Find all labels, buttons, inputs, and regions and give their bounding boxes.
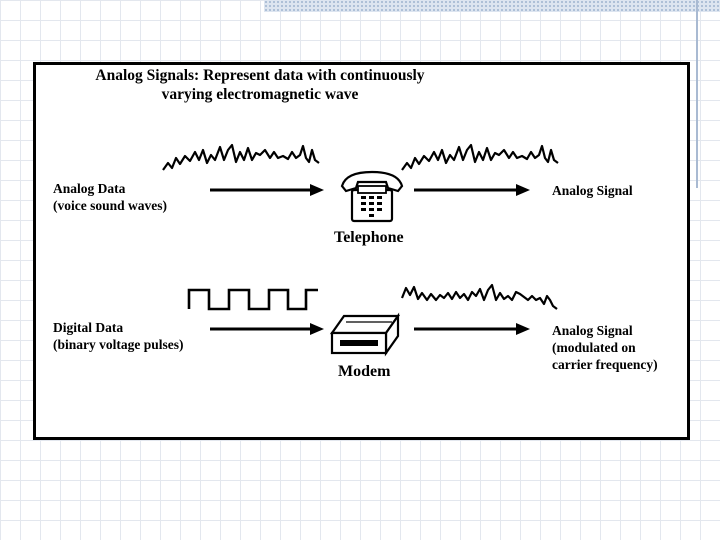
digital-data-label-line-1: Digital Data — [53, 320, 124, 335]
analog-data-label: Analog Data (voice sound waves) — [53, 180, 167, 214]
analog-signal-label-line-1: Analog Signal — [552, 183, 633, 198]
modem-label: Modem — [338, 363, 391, 380]
arrow-analog-data-head — [310, 184, 324, 196]
voice-waveform-input — [162, 143, 320, 171]
modulated-signal-label-line-1: Analog Signal — [552, 323, 633, 338]
diagram-title: Analog Signals: Represent data with cont… — [0, 66, 520, 104]
title-line-1: Analog Signals: Represent data with cont… — [95, 67, 425, 84]
modulated-signal-label-line-2: (modulated on — [552, 340, 636, 355]
telephone-icon — [340, 170, 404, 223]
telephone-label: Telephone — [334, 229, 404, 246]
arrow-modulated-signal-head — [516, 323, 530, 335]
title-line-2: varying electromagnetic wave — [161, 86, 359, 103]
arrow-digital-data-head — [310, 323, 324, 335]
modulated-waveform-output — [400, 283, 558, 310]
digital-pulse-waveform — [187, 288, 318, 311]
digital-data-label: Digital Data (binary voltage pulses) — [53, 319, 184, 353]
diagram-frame — [33, 62, 690, 440]
voice-waveform-output — [401, 143, 559, 171]
arrow-analog-signal-head — [516, 184, 530, 196]
digital-data-label-line-2: (binary voltage pulses) — [53, 337, 184, 352]
analog-data-label-line-1: Analog Data — [53, 181, 126, 196]
analog-signal-label: Analog Signal — [552, 182, 633, 199]
modulated-signal-label-line-3: carrier frequency) — [552, 357, 658, 372]
analog-data-label-line-2: (voice sound waves) — [53, 198, 167, 213]
corner-pattern — [264, 0, 720, 12]
corner-rule — [696, 0, 698, 188]
modulated-signal-label: Analog Signal (modulated on carrier freq… — [552, 322, 658, 373]
modem-icon — [329, 312, 401, 357]
